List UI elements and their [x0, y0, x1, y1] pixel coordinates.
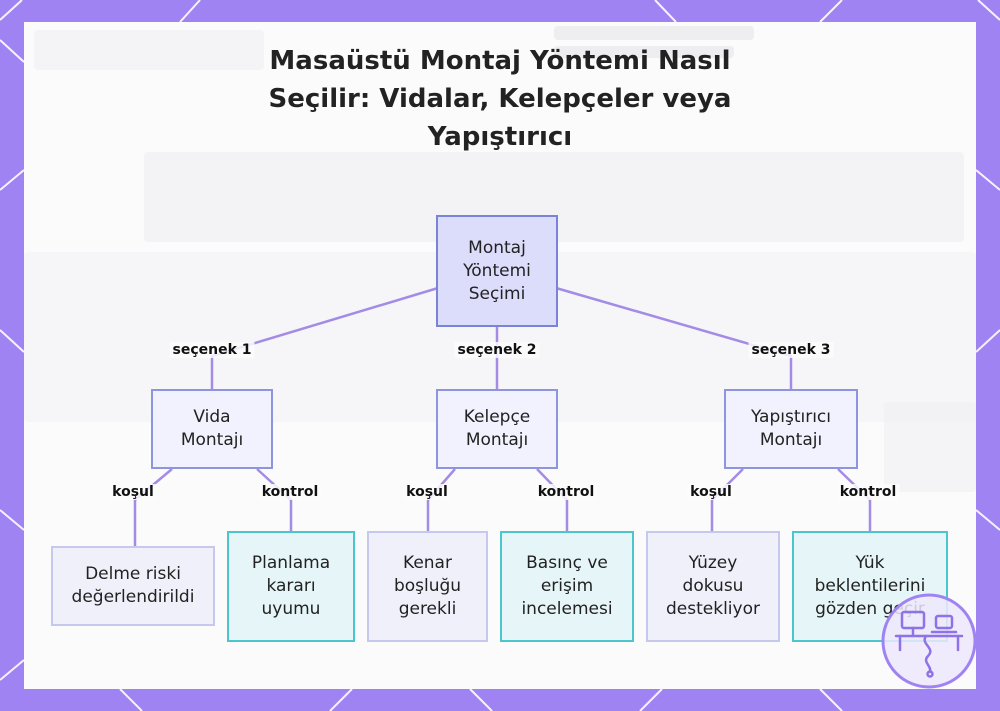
edge-label-option1: seçenek 1 [169, 342, 255, 358]
edge-root-screw [210, 286, 439, 389]
node-root: Montaj Yöntemi Seçimi [436, 215, 558, 327]
node-clamp-condition-label: Kenar boşluğu gerekli [393, 553, 462, 619]
edge-label-adhesive-condition: koşul [687, 484, 735, 500]
edge-adhesive-ctrl [837, 468, 872, 531]
node-clamp-label: Kelepçe Montajı [463, 407, 531, 450]
edge-label-screw-condition: koşul [109, 484, 157, 500]
edge-label-clamp-condition: koşul [403, 484, 451, 500]
node-adhesive-condition-label: Yüzey dokusu destekliyor [666, 553, 760, 619]
node-screw-label: Vida Montajı [180, 407, 244, 450]
node-adhesive-label: Yapıştırıcı Montajı [750, 407, 831, 450]
edge-label-screw-control: kontrol [258, 484, 322, 500]
edge-clamp-cond [426, 468, 456, 531]
node-screw-control: Planlama kararı uyumu [227, 531, 355, 642]
node-clamp-control: Basınç ve erişim incelemesi [500, 531, 634, 642]
background-blur [554, 46, 734, 58]
desk-monitor-icon [880, 592, 978, 690]
node-clamp-control-label: Basınç ve erişim incelemesi [521, 553, 613, 619]
edge-screw-cond [133, 468, 173, 546]
edge-label-option2: seçenek 2 [454, 342, 540, 358]
background-blur [554, 26, 754, 40]
node-clamp-condition: Kenar boşluğu gerekli [367, 531, 488, 642]
node-screw-condition: Delme riski değerlendirildi [51, 546, 215, 626]
background-blur [884, 402, 976, 492]
edge-screw-ctrl [256, 468, 293, 531]
edge-clamp-ctrl [536, 468, 569, 531]
node-screw-condition-label: Delme riski değerlendirildi [71, 564, 195, 607]
node-adhesive-condition: Yüzey dokusu destekliyor [646, 531, 780, 642]
background-blur [34, 30, 264, 70]
node-root-label: Montaj Yöntemi Seçimi [463, 237, 531, 304]
node-screw-control-label: Planlama kararı uyumu [251, 553, 331, 619]
node-adhesive-mount: Yapıştırıcı Montajı [724, 389, 858, 469]
diagram-title: Masaüstü Montaj Yöntemi Nasıl Seçilir: V… [268, 46, 732, 152]
edge-label-option3: seçenek 3 [748, 342, 834, 358]
edge-adhesive-cond [710, 468, 744, 531]
edge-label-adhesive-control: kontrol [836, 484, 900, 500]
edge-root-adhesive [555, 286, 793, 389]
node-screw-mount: Vida Montajı [151, 389, 273, 469]
edges [133, 286, 872, 546]
edge-label-clamp-control: kontrol [534, 484, 598, 500]
node-clamp-mount: Kelepçe Montajı [436, 389, 558, 469]
